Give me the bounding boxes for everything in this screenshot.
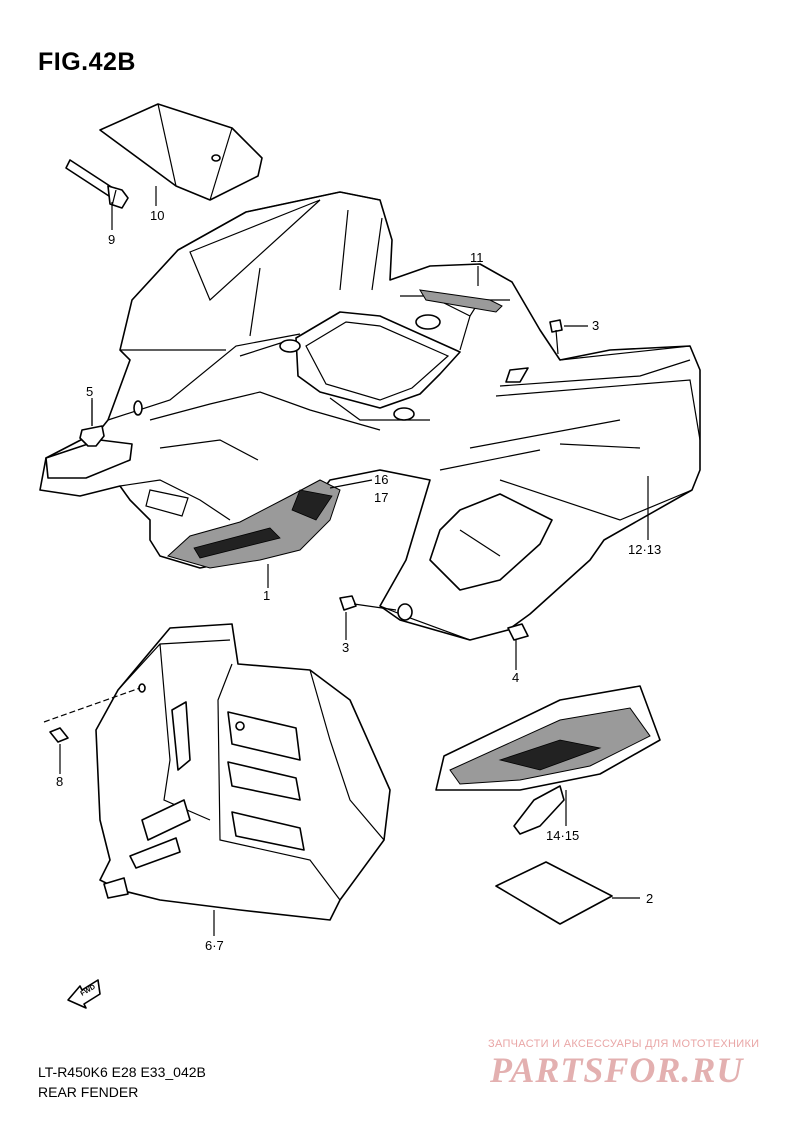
callout-12-13: 12·13 — [628, 542, 661, 557]
part-9-pin — [65, 159, 129, 209]
part-6-7-inner-fender — [95, 623, 391, 921]
watermark-logo: PARTSFOR.RU — [490, 1050, 744, 1090]
callout-16: 16 — [374, 472, 388, 487]
callout-8: 8 — [56, 774, 63, 789]
model-code: LT-R450K6 E28 E33_042B — [38, 1064, 206, 1080]
callout-4: 4 — [512, 670, 519, 685]
callout-17: 17 — [374, 490, 388, 505]
callout-3-upper: 3 — [592, 318, 599, 333]
figure-title: FIG.42B — [38, 48, 136, 76]
callout-5: 5 — [86, 384, 93, 399]
fwd-arrow-icon: FWD — [67, 979, 101, 1009]
part-2-sheet — [495, 861, 613, 925]
callout-14-15: 14·15 — [546, 828, 579, 843]
watermark-tagline: ЗАПЧАСТИ И АКСЕССУАРЫ ДЛЯ МОТОТЕХНИКИ — [488, 1038, 760, 1050]
callout-11: 11 — [470, 250, 484, 265]
part-8-screw — [43, 687, 141, 743]
part-11-emblem — [419, 289, 503, 313]
callout-6-7: 6·7 — [205, 938, 224, 953]
part-14-15-decal — [435, 685, 661, 835]
callout-9: 9 — [108, 232, 115, 247]
callout-3-lower: 3 — [342, 640, 349, 655]
part-3-bolt-lower — [339, 595, 397, 611]
part-1-rear-fender — [39, 191, 701, 641]
part-3-bolt-upper — [549, 319, 563, 355]
callout-10: 10 — [150, 208, 164, 223]
part-10-pad — [99, 103, 263, 201]
part-4-nut — [507, 623, 529, 641]
callout-1: 1 — [263, 588, 270, 603]
callout-2: 2 — [646, 891, 653, 906]
figure-name: REAR FENDER — [38, 1084, 139, 1100]
leader-lines — [59, 186, 649, 936]
